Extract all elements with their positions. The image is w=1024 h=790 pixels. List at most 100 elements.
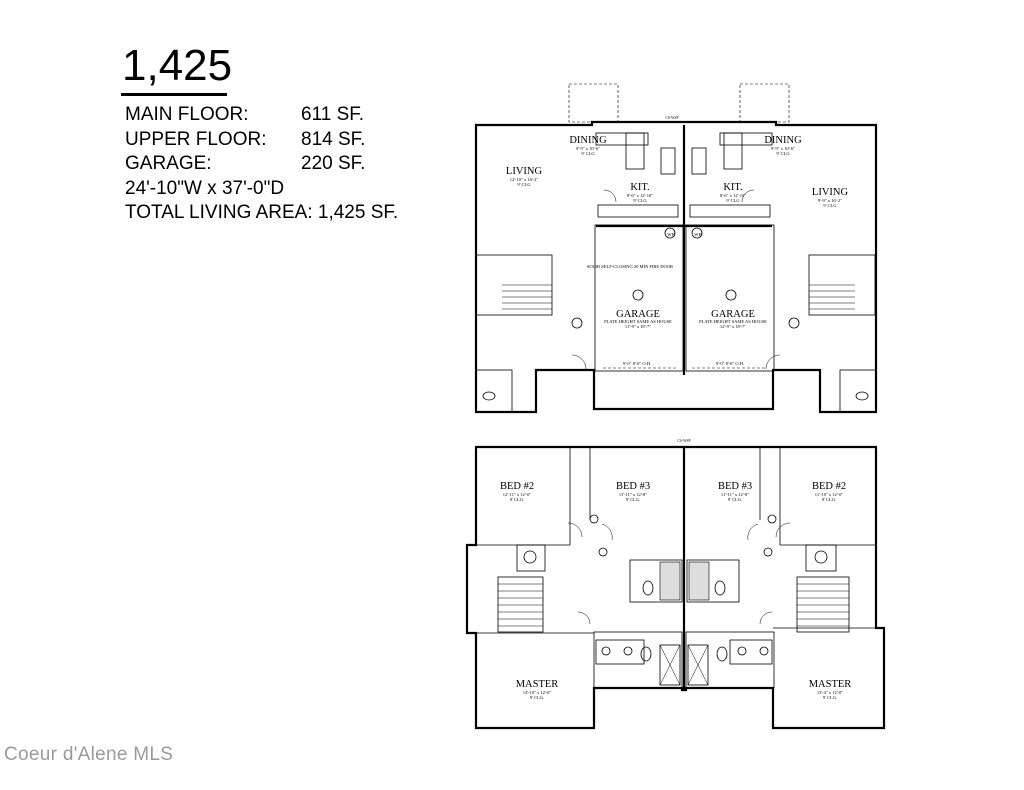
smoke-detector-right bbox=[788, 317, 800, 329]
upper-stair-right bbox=[796, 576, 850, 633]
garage-left-outline bbox=[594, 224, 684, 372]
main-floor-plan: CS-WSP DINING 9'-9" x 10'-6" 9' CLG KIT.… bbox=[474, 83, 878, 414]
living-left-dims: 12'-10" x 16'-2" bbox=[510, 177, 539, 182]
master-left-name: MASTER bbox=[516, 679, 559, 690]
detector-left-2 bbox=[598, 547, 608, 557]
kitchen-right-dims: 8'-6" x 12'-10" bbox=[720, 193, 746, 198]
hall-toilet-right bbox=[714, 580, 726, 596]
dining-left-dims: 9'-9" x 10'-6" bbox=[576, 146, 600, 151]
door-swing bbox=[775, 522, 791, 538]
floor-drain-left bbox=[632, 289, 644, 301]
water-heater-left bbox=[664, 227, 676, 239]
upper-floor-plan: CS-WSP BED #2 12'-11" x 12'-0" 9' CLG. B… bbox=[465, 439, 886, 730]
tub-right bbox=[688, 561, 710, 601]
bed3-left-clg: 9' CLG. bbox=[626, 497, 640, 502]
wh-left: WH bbox=[667, 232, 675, 237]
garage-left-door: 9'-0" 8'-0" O.H. bbox=[623, 361, 651, 366]
master-bath-right bbox=[685, 631, 775, 689]
stair-treads-right bbox=[809, 284, 855, 310]
range-right bbox=[691, 147, 707, 175]
vanity-right bbox=[729, 639, 773, 665]
fire-door-note: SOLID SELF-CLOSING 20 MIN FIRE DOOR bbox=[587, 264, 673, 269]
detector-left-1 bbox=[589, 514, 599, 524]
bed3-left-name: BED #3 bbox=[616, 481, 650, 492]
kitchen-left-clg: 9' CLG bbox=[633, 198, 647, 203]
living-right-clg: 9' CLG bbox=[823, 203, 837, 208]
tub-left bbox=[659, 561, 681, 601]
washer-right bbox=[814, 550, 828, 564]
sink-right-2 bbox=[759, 646, 769, 656]
kitchen-right-clg: 9' CLG bbox=[726, 198, 740, 203]
shower-x-left bbox=[659, 644, 681, 686]
dining-right-clg: 9' CLG bbox=[776, 151, 790, 156]
total-living-area: TOTAL LIVING AREA: 1,425 SF. bbox=[125, 202, 399, 223]
master-bath-left bbox=[593, 631, 683, 689]
sink-left-2 bbox=[623, 646, 633, 656]
kitchen-left-dims: 8'-6" x 12'-10" bbox=[627, 193, 653, 198]
water-heater-right bbox=[691, 227, 703, 239]
fridge-area-left bbox=[625, 132, 645, 170]
sink-left-1 bbox=[601, 646, 611, 656]
door-swing bbox=[601, 523, 613, 541]
door-swing bbox=[577, 611, 591, 625]
master-right-dims: 13'-4" x 12'-0" bbox=[817, 690, 843, 695]
range-left bbox=[660, 147, 676, 175]
fridge-area-right bbox=[723, 132, 743, 170]
upper-stair-treads-left bbox=[498, 583, 543, 627]
toilet-right bbox=[855, 391, 869, 401]
detector-right-2 bbox=[763, 547, 773, 557]
sink-right-1 bbox=[737, 646, 747, 656]
hall-bath-left bbox=[629, 559, 683, 603]
half-bath-right bbox=[839, 369, 877, 413]
dining-right-name: DINING bbox=[764, 135, 802, 146]
dining-right-dims: 9'-9" x 10'-6" bbox=[771, 146, 795, 151]
master-right-name: MASTER bbox=[809, 679, 852, 690]
dining-left-name: DINING bbox=[569, 135, 607, 146]
shower-x-right bbox=[687, 644, 709, 686]
vanity-left bbox=[595, 639, 645, 665]
living-left-clg: 9' CLG bbox=[517, 182, 531, 187]
garage-left-dims: 11'-9" x 18'-7" bbox=[625, 324, 651, 329]
bed2-left-clg: 9' CLG. bbox=[510, 497, 524, 502]
living-right-dims: 9'-9" x 16'-2" bbox=[818, 198, 842, 203]
bed2-left-name: BED #2 bbox=[500, 481, 534, 492]
bump-out-left bbox=[568, 83, 619, 123]
main-floor-outline bbox=[474, 120, 878, 414]
half-bath-left bbox=[475, 369, 513, 413]
counter-left bbox=[595, 132, 649, 146]
bed3-right-name: BED #3 bbox=[718, 481, 752, 492]
garage-left-sub: PLATE HEIGHT SAME AS HOUSE bbox=[604, 319, 672, 324]
garage-right-name: GARAGE bbox=[711, 309, 755, 320]
kitchen-right-name: KIT. bbox=[723, 182, 742, 193]
door-swing bbox=[571, 354, 587, 370]
wh-right: WH bbox=[694, 232, 702, 237]
door-swing bbox=[747, 523, 759, 541]
upper-stair-treads-right bbox=[797, 583, 849, 627]
stat-label: UPPER FLOOR: bbox=[125, 128, 267, 150]
master-right-clg: 9' CLG. bbox=[823, 695, 837, 700]
dining-left-clg: 9' CLG bbox=[581, 151, 595, 156]
smoke-detector-left bbox=[571, 317, 583, 329]
living-left-name: LIVING bbox=[506, 166, 543, 177]
floor-drain-right bbox=[725, 289, 737, 301]
door-swing bbox=[759, 611, 773, 625]
bed2-right-dims: 11'-10" x 12'-0" bbox=[815, 492, 844, 497]
garage-right-outline bbox=[685, 224, 775, 372]
master-toilet-left bbox=[640, 646, 652, 662]
shower-right bbox=[687, 644, 709, 686]
stat-label: GARAGE: bbox=[125, 153, 212, 174]
hall-bath-right bbox=[686, 559, 740, 603]
kitchen-left-name: KIT. bbox=[630, 182, 649, 193]
garage-right-dims: 12'-9" x 18'-7" bbox=[720, 324, 746, 329]
living-right-name: LIVING bbox=[812, 187, 849, 198]
garage-left-name: GARAGE bbox=[616, 309, 660, 320]
master-toilet-right bbox=[716, 646, 728, 662]
hall-toilet-left bbox=[642, 580, 654, 596]
stat-value: 814 SF. bbox=[301, 128, 366, 150]
door-swing bbox=[741, 189, 755, 203]
stat-label: MAIN FLOOR: bbox=[125, 104, 249, 125]
bed3-right-dims: 11'-11" x 12'-8" bbox=[721, 492, 749, 497]
stat-value: 611 SF. bbox=[301, 104, 365, 125]
